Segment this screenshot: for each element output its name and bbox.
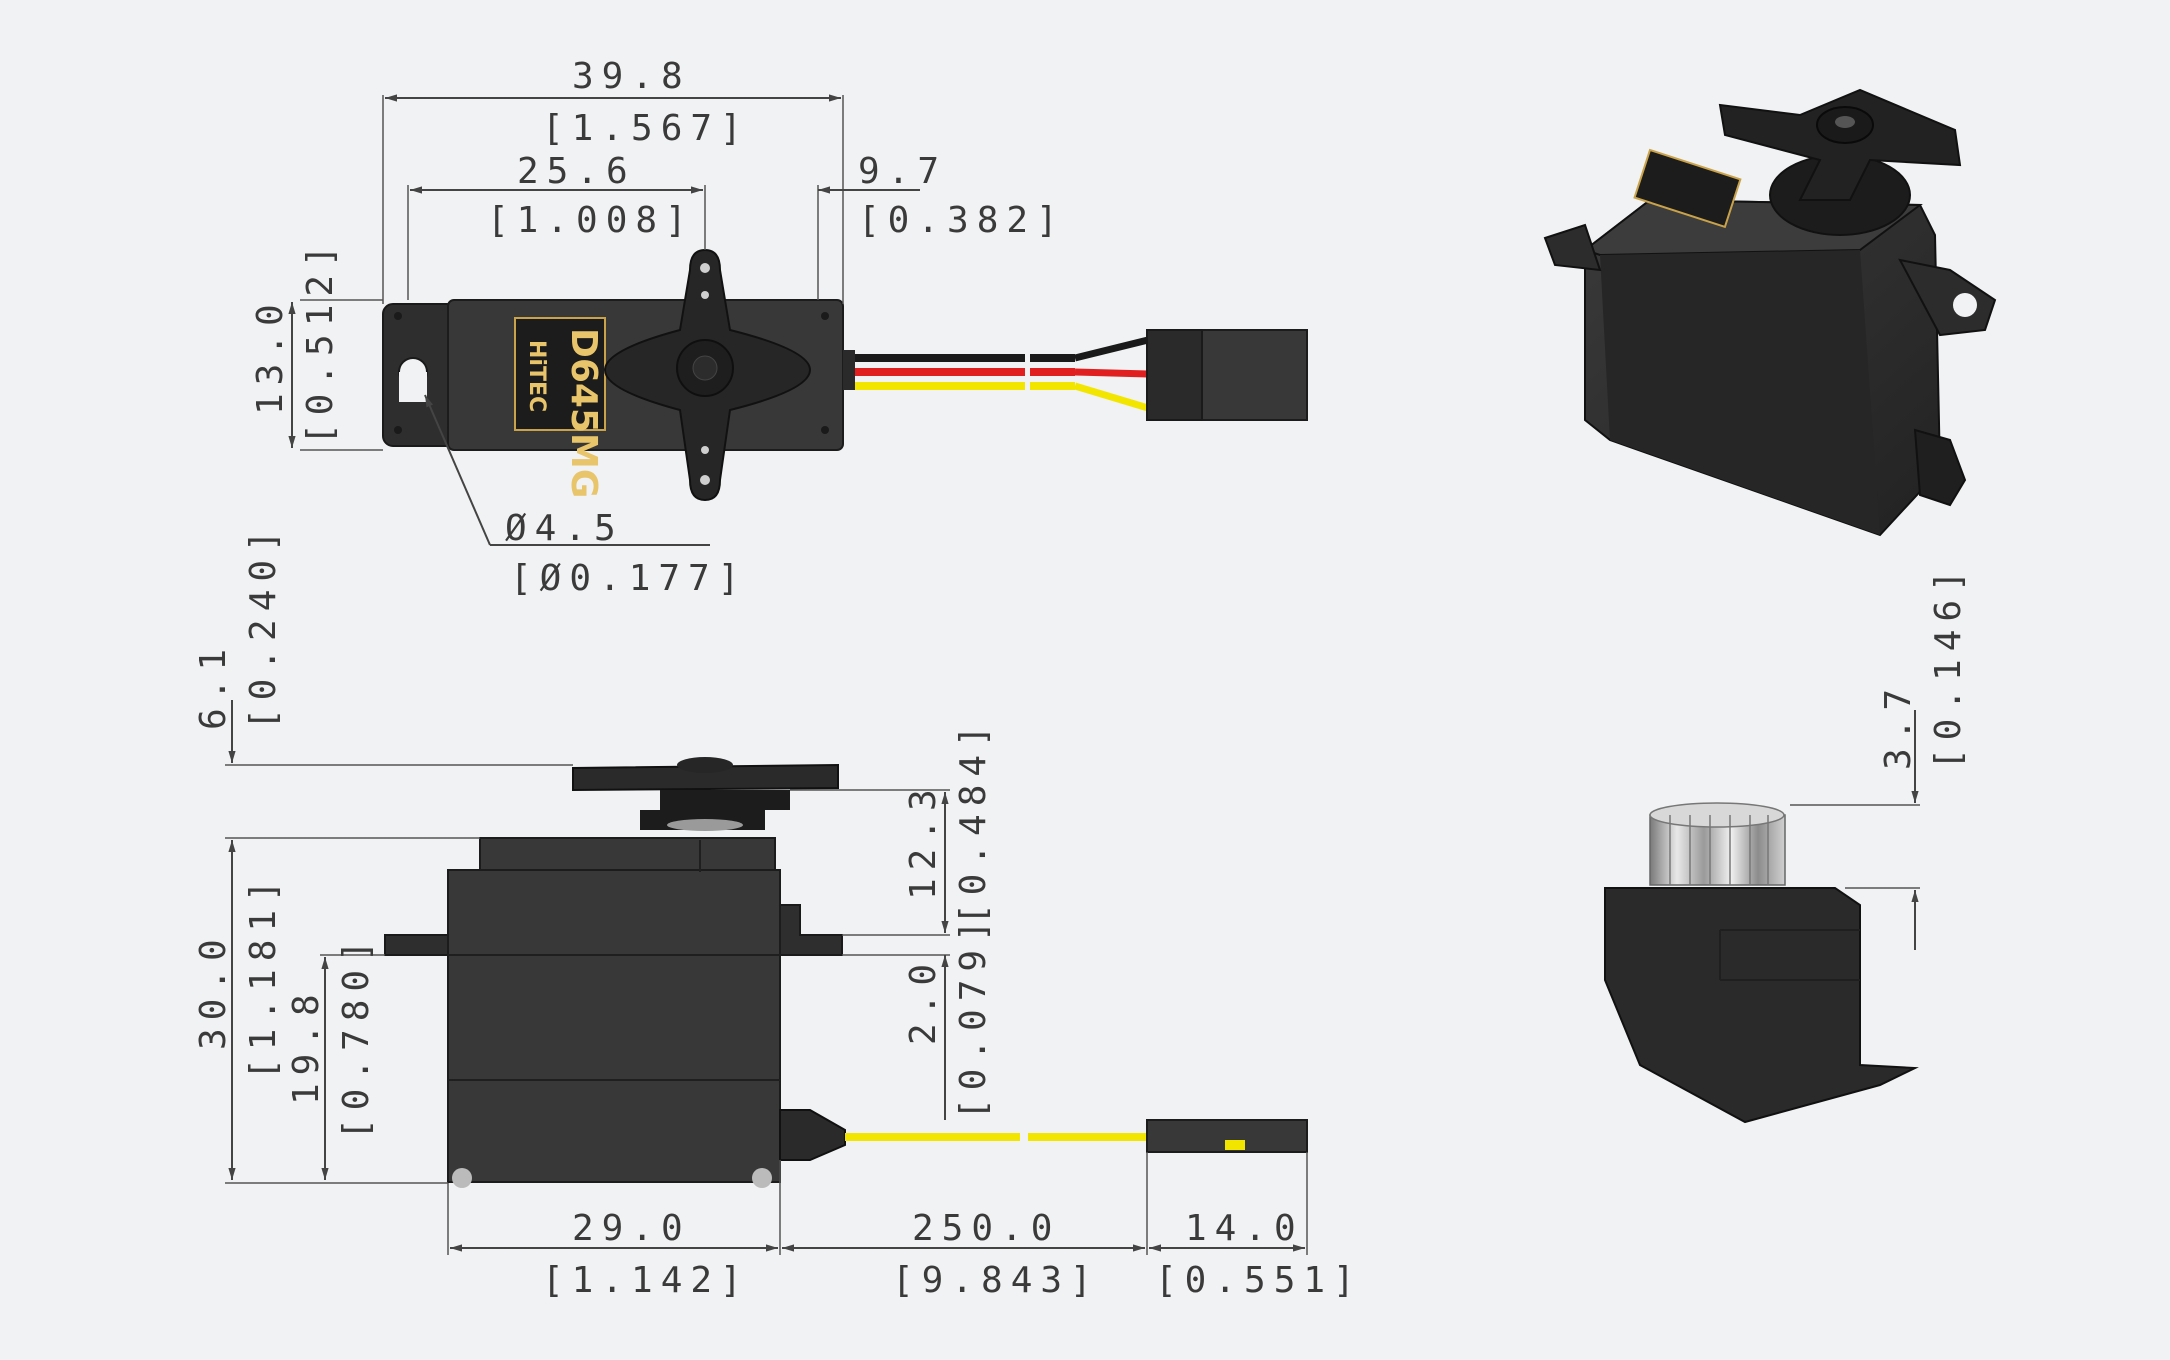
label-brand: HiTEC [524,340,549,412]
dim-overall-length-mm: 39.8 [572,56,691,97]
case-label: D645MG HiTEC [514,317,606,498]
dim-spline-height-in: [0.146] [1928,562,1969,770]
dim-hole-diameter-mm: Ø4.5 [505,508,624,549]
dim-body-length-in: [1.142] [542,1260,750,1301]
dim-plug-length-mm: 14.0 [1185,1208,1304,1249]
side-case [447,869,781,1183]
dim-body-to-shaft-in: [1.008] [487,200,695,241]
dim-hole-diameter-in: [Ø0.177] [510,558,747,599]
dim-flange-thickness-in: [0.079] [953,912,994,1120]
dim-width-in: [0.512] [300,237,341,445]
dim-horn-height-mm: 6.1 [193,641,234,730]
dim-shaft-to-ear-in: [0.382] [858,200,1066,241]
dim-horn-height-in: [0.240] [243,522,284,730]
dim-spline-to-flange-in: [0.484] [953,717,994,925]
dim-plug-length-in: [0.551] [1155,1260,1363,1301]
dim-flange-thickness-mm: 2.0 [903,956,944,1045]
servo-horn-top [603,248,812,502]
dim-width-mm: 13.0 [250,296,291,415]
dim-total-height-mm: 30.0 [193,931,234,1050]
spline-detail-view: 3.7 [0.146] [1604,562,1969,1124]
dim-body-length-mm: 29.0 [572,1208,691,1249]
servo-horn-side [572,763,839,792]
dim-spline-height-mm: 3.7 [1878,681,1919,770]
dim-wire-length-mm: 250.0 [912,1208,1060,1249]
wire-bundle-top [855,336,1150,412]
dim-body-to-shaft-mm: 25.6 [517,151,636,192]
dim-mount-height-mm: 19.8 [286,986,327,1105]
dim-wire-length-in: [9.843] [892,1260,1100,1301]
dim-total-height-in: [1.181] [243,872,284,1080]
top-view: D645MG HiTEC [250,56,1308,599]
label-model: D645MG [563,328,604,498]
dim-spline-to-flange-mm: 12.3 [903,781,944,900]
dim-overall-length-in: [1.567] [542,108,750,149]
dim-mount-height-in: [0.780] [336,932,377,1140]
dim-shaft-to-ear-mm: 9.7 [858,151,947,192]
side-view: 6.1 [0.240] 30.0 [1.181] 19.8 [0.780] 12… [193,522,1363,1301]
isometric-view [1543,88,1997,537]
